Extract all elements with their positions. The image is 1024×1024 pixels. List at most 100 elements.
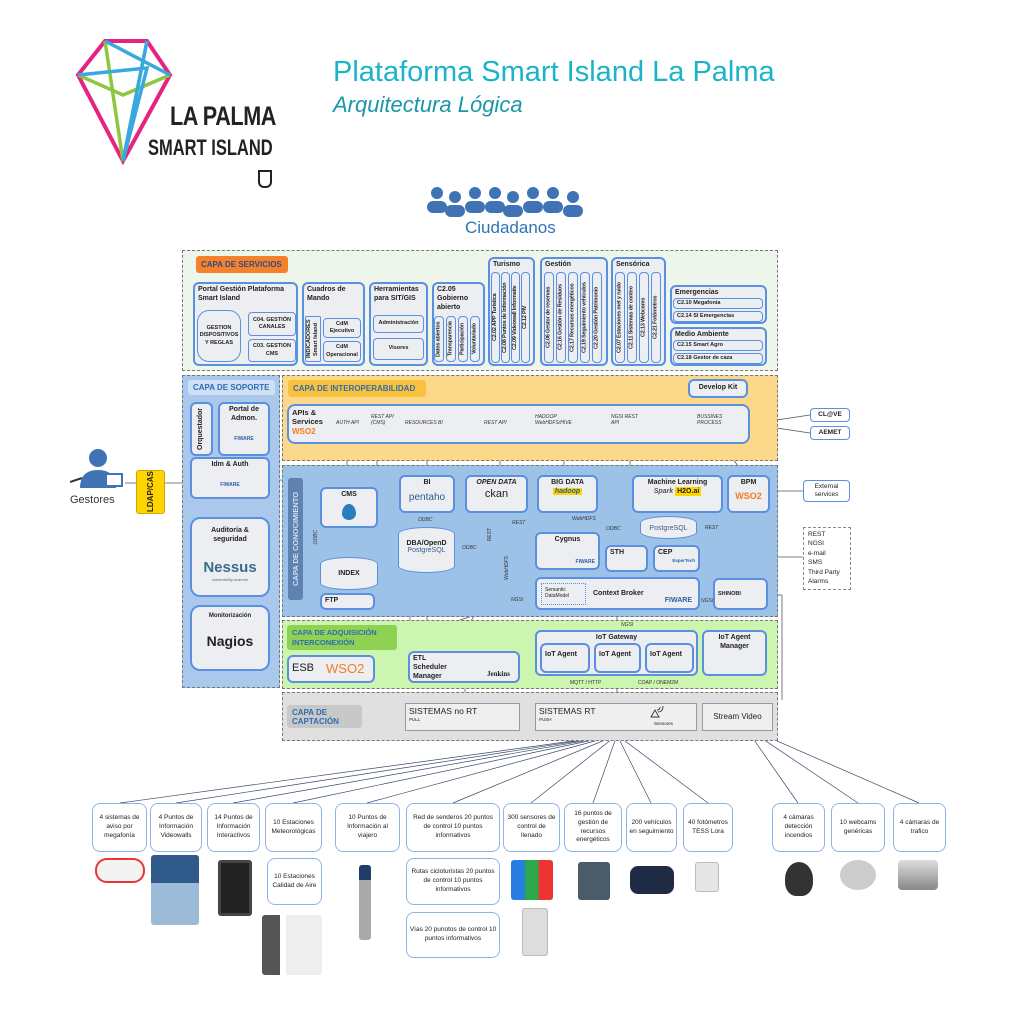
webcam-image [840, 860, 876, 890]
device-box: 16 puntos de gestión de recursos energét… [564, 803, 622, 852]
ftp-box[interactable]: FTP [320, 593, 375, 610]
gestion-item[interactable]: C2.16 Gestión de Residuos [556, 272, 566, 363]
sensorica-item[interactable]: C2.11 Sistemas de conteo [627, 272, 637, 363]
energy-meter-image [578, 862, 610, 900]
ckan-logo: ckan [484, 487, 509, 500]
services-layer-label: CAPA DE SERVICIOS [196, 256, 288, 273]
turismo-item[interactable]: C2.12 PIV [521, 272, 530, 363]
edge-ngsi: NGSI [621, 622, 634, 628]
gestores-label: Gestores [70, 494, 115, 506]
fiware-logo: FIWARE [220, 481, 240, 488]
nessus-logo: Nessus [203, 558, 257, 576]
manager-user-icon [69, 448, 125, 490]
device-box: 40 fotómetros TESS Lora [683, 803, 733, 852]
gestion-dispositivos[interactable]: GESTION DISPOSITIVOS Y REGLAS [197, 310, 241, 362]
bigdata-label: BIG DATA [551, 479, 584, 486]
sth-label: STH [610, 549, 624, 556]
sensorica-item[interactable]: C2.21 Fotómetros [651, 272, 661, 363]
context-broker-box[interactable]: Semantic DataModel Context Broker FIWARE [535, 577, 700, 610]
gestion-item[interactable]: C2.20 Gestión Patrimonio [592, 272, 602, 363]
ml-postgres-database[interactable]: PostgreSQL [640, 516, 697, 539]
cms-box[interactable]: CMS [320, 487, 378, 528]
voluntariado[interactable]: Voluntariado [470, 316, 480, 362]
external-services-box[interactable]: External services [803, 480, 850, 502]
sensorica-item[interactable]: C2.13 Webcams [639, 272, 649, 363]
transparencia[interactable]: Transparencia [446, 316, 456, 362]
videowall-image [151, 855, 199, 925]
megafonia[interactable]: C2.10 Megafonía [673, 298, 763, 309]
orquestador-box[interactable]: Orquestador [190, 402, 213, 456]
endpoint-ngsi-rest: NGSI REST API [611, 414, 638, 426]
gestion-canales[interactable]: C04. GESTIÓN CANALES [248, 312, 296, 336]
indicadores[interactable]: INDICADORES Smart Island [305, 316, 321, 362]
interactive-kiosk-image [218, 860, 252, 916]
develop-kit-button[interactable]: Develop Kit [688, 379, 748, 398]
gestion-item[interactable]: C2.17 Recursos energéticos [568, 272, 578, 363]
administracion[interactable]: Administración [373, 315, 424, 333]
stream-video-box[interactable]: Stream Video [702, 703, 773, 731]
traffic-camera-image [898, 860, 938, 890]
logo-line1: LA PALMA [170, 101, 276, 131]
cdm-ejecutivo[interactable]: CdM Ejecutivo [323, 318, 361, 338]
endpoint-rest-cms: REST API (CMS) [371, 414, 394, 426]
clave-box[interactable]: CL@VE [810, 408, 850, 422]
channel: NGSI [808, 540, 824, 548]
si-emergencias[interactable]: C2.14 SI Emergencias [673, 311, 763, 322]
hadoop-logo: hadoop [552, 487, 583, 495]
sth-box[interactable]: STH [605, 545, 648, 572]
turismo-item[interactable]: C2.08 Puntos de Información [501, 272, 510, 363]
gestion-cms[interactable]: C03. GESTION CMS [248, 339, 296, 362]
turismo-item[interactable]: C2.09 Videowall Informativ [511, 272, 520, 363]
iot-agent[interactable]: IoT Agent [645, 643, 694, 673]
portal-admon-box[interactable]: Portal de Admon.FIWARE [218, 402, 270, 456]
protocol-coap: COAP / ONEM2M [638, 680, 679, 686]
iot-agent[interactable]: IoT Agent [594, 643, 641, 673]
index-database[interactable]: INDEX [320, 557, 378, 590]
gestion-item[interactable]: C2.06 Gestor de reservas [544, 272, 554, 363]
apis-services-box: APIs & Services WSO2 [287, 404, 750, 444]
jenkins-logo: Jenkins [487, 670, 510, 679]
sensorica-item[interactable]: C2.07 Estaciones met y ruido [615, 272, 625, 363]
iot-agent[interactable]: IoT Agent [540, 643, 590, 673]
datos-abiertos[interactable]: Datos abiertos [434, 316, 444, 362]
channel: SMS [808, 559, 823, 567]
bi-label: BI [423, 479, 431, 486]
cygnus-label: Cygnus [554, 536, 581, 543]
monitor-label: Monitorización [208, 613, 252, 619]
device-box: 14 Puntos de Información Interactivos [207, 803, 260, 852]
participacion[interactable]: Participación [458, 316, 468, 362]
cms-label: CMS [341, 491, 357, 498]
h2o-logo: H2O.ai [675, 486, 702, 496]
shinobi-box[interactable]: SHINOBI [713, 578, 768, 610]
interop-layer-label: CAPA DE INTEROPERABILIDAD [288, 380, 426, 397]
visores[interactable]: Visores [373, 338, 424, 360]
gestion-item[interactable]: C2.19 Seguimiento vehículos [580, 272, 590, 363]
aemet-box[interactable]: AEMET [810, 426, 850, 440]
turismo-item[interactable]: C2.02 APP Turística [491, 272, 500, 363]
medio-title: Medio Ambiente [675, 331, 729, 338]
edge-ngsi: NGSI [701, 598, 714, 604]
smart-agro[interactable]: C2.15 Smart Agro [673, 340, 763, 351]
cdm-operacional[interactable]: CdM Operacional [323, 341, 361, 362]
gobierno-title: C2.05 Gobierno abierto [437, 286, 469, 311]
device-box: 300 sensores de control de llenado [503, 803, 560, 852]
channel: REST [808, 531, 826, 538]
iot-agent-manager-box[interactable]: IoT Agent Manager [702, 630, 767, 676]
gestor-caza[interactable]: C2.18 Gestor de caza [673, 353, 763, 364]
fiware-logo: FIWARE [234, 435, 254, 442]
opendata-label: OPEN DATA [476, 479, 517, 486]
